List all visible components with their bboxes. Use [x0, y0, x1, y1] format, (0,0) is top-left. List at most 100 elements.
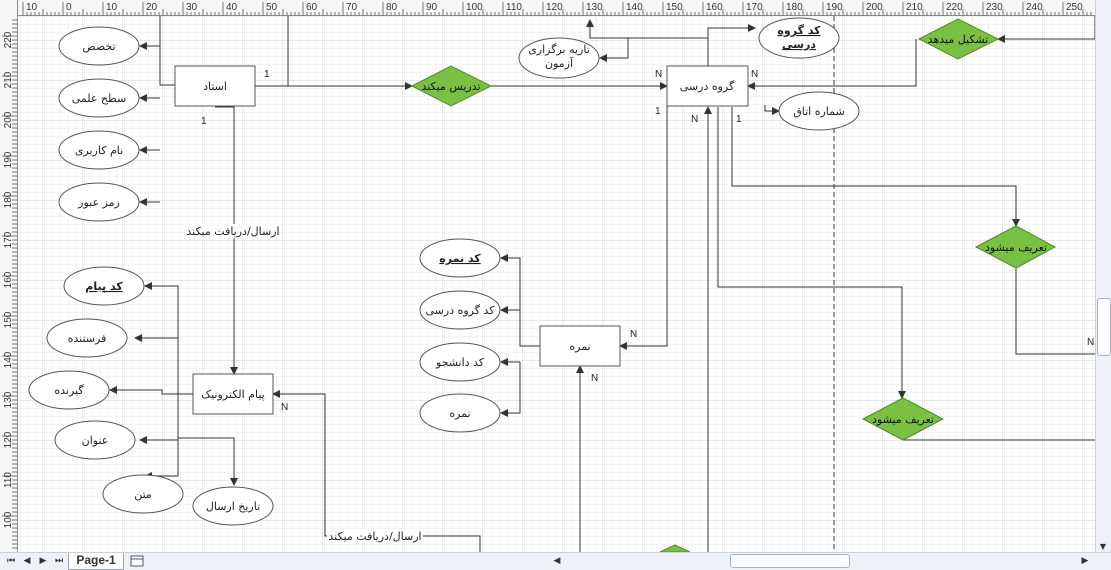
attribute-send-date[interactable]: تاریخ ارسال [192, 486, 274, 526]
cardinality-cg-bottom-1: 1 [736, 114, 742, 125]
ruler-label: 240 [1026, 2, 1043, 13]
horizontal-scroll-thumb[interactable] [730, 554, 850, 568]
tab-page-1[interactable]: Page-1 [68, 553, 124, 570]
vertical-scrollbar[interactable] [1095, 0, 1111, 552]
attribute-room-number-label: شماره اتاق [793, 105, 845, 118]
entity-course-group-label: گروه درسی [680, 80, 735, 93]
entity-email-label: پیام الکترونیک [201, 388, 264, 401]
ruler-label: 220 [946, 2, 963, 13]
attribute-grade-code[interactable]: کد نمره [419, 238, 501, 278]
ruler-label: 210 [906, 2, 923, 13]
scroll-left-arrow-icon[interactable]: ◀ [553, 556, 561, 566]
entity-email[interactable]: پیام الکترونیک [192, 373, 274, 415]
cardinality-right-n: N [1087, 337, 1094, 348]
ruler-label: 10 [106, 2, 118, 13]
attribute-course-group-code-label-2: درسی [782, 38, 816, 51]
cardinality-grade-bottom-n: N [591, 373, 598, 384]
cardinality-cg-grade-n: N [691, 114, 698, 125]
ruler-label: 10 [26, 2, 38, 13]
attribute-grade-code-label: کد نمره [439, 252, 481, 265]
attribute-subject-label: عنوان [82, 434, 109, 447]
relationship-forms[interactable]: تشکیل میدهد [917, 18, 1000, 60]
connectors [109, 16, 1095, 552]
ruler-label: 100 [466, 2, 483, 13]
ruler-label: 130 [586, 2, 603, 13]
attribute-message-code-label: کد پیام [85, 280, 123, 293]
relationship-defined-2[interactable]: تعریف میشود [861, 397, 945, 441]
attribute-exam-date-label-2: آزمون [545, 56, 574, 70]
vertical-scroll-thumb[interactable] [1097, 298, 1111, 356]
attribute-grade-value[interactable]: نمره [419, 393, 501, 433]
ruler-label: 170 [3, 231, 14, 248]
attribute-grade-course-group-code-label: کد گروه درسی [426, 304, 496, 317]
attribute-academic-level[interactable]: سطح علمی [58, 78, 140, 118]
ruler-label: 80 [386, 2, 398, 13]
attribute-specialty[interactable]: تخصص [58, 26, 140, 66]
next-page-icon[interactable]: ▶ [39, 556, 47, 566]
attribute-subject[interactable]: عنوان [54, 420, 136, 460]
attribute-text-label: متن [134, 488, 152, 501]
previous-page-icon[interactable]: ◀ [23, 556, 31, 566]
attribute-grade-course-group-code[interactable]: کد گروه درسی [419, 290, 501, 330]
attribute-room-number[interactable]: شماره اتاق [778, 91, 860, 131]
ruler-label: 100 [3, 511, 14, 528]
cardinality-prof-message: 1 [201, 116, 207, 127]
attribute-course-group-code[interactable]: کد گروه درسی [758, 17, 840, 59]
attribute-receiver[interactable]: گیرنده [28, 370, 110, 410]
attribute-message-code[interactable]: کد پیام [63, 266, 145, 306]
ruler-label: 140 [626, 2, 643, 13]
attribute-sender-label: فرستنده [68, 332, 107, 345]
relationship-partial[interactable] [659, 544, 691, 552]
relationship-forms-label: تشکیل میدهد [928, 33, 989, 46]
scroll-down-arrow-icon[interactable]: ▼ [1099, 542, 1107, 551]
cardinality-grade-n: N [630, 329, 637, 340]
scroll-right-arrow-icon[interactable]: ▶ [1081, 556, 1089, 566]
entity-course-group[interactable]: گروه درسی [666, 65, 749, 107]
attribute-username[interactable]: نام کاربری [58, 130, 140, 170]
attribute-exam-date[interactable]: تاریه برگزاری آزمون [518, 37, 600, 79]
page-navigation-bar: ⏮ ◀ ▶ ⏭ Page-1 ◀ ▶ [0, 552, 1111, 570]
ruler-label: 170 [746, 2, 763, 13]
ruler-label: 180 [786, 2, 803, 13]
relationship-teaches-label: تدریس میکند [421, 80, 480, 93]
ruler-label: 200 [3, 111, 14, 128]
attribute-text[interactable]: متن [102, 474, 184, 514]
attribute-exam-date-label-1: تاریه برگزاری [528, 43, 590, 56]
cardinality-cg-teaches: N [655, 69, 662, 80]
ruler-label: 210 [3, 71, 14, 88]
ruler-label: 120 [3, 431, 14, 448]
attribute-password-label: رمز عبور [77, 196, 120, 209]
relationship-teaches[interactable]: تدریس میکند [410, 65, 493, 107]
relationship-defined-1-label: تعریف میشود [985, 241, 1047, 254]
ruler-label: 20 [146, 2, 158, 13]
relationship-defined-2-label: تعریف میشود [872, 413, 934, 426]
drawing-canvas[interactable]: استاد گروه درسی نمره پیام الکترونیک تدری… [18, 16, 1095, 552]
attribute-grade-value-label: نمره [449, 407, 470, 420]
entity-grade[interactable]: نمره [539, 325, 621, 367]
ruler-label: 200 [866, 2, 883, 13]
attribute-student-code[interactable]: کد دانشجو [419, 342, 501, 382]
ruler-label: 140 [3, 351, 14, 368]
ruler-label: 130 [3, 391, 14, 408]
edge-label-send-receive-2: ارسال/دریافت میکند [328, 530, 421, 543]
ruler-label: 50 [266, 2, 278, 13]
insert-page-icon[interactable] [128, 554, 148, 568]
ruler-label: 90 [426, 2, 438, 13]
ruler-label: 110 [506, 2, 522, 13]
attribute-username-label: نام کاربری [75, 144, 123, 157]
relationship-defined-1[interactable]: تعریف میشود [974, 225, 1057, 269]
attribute-sender[interactable]: فرستنده [46, 318, 128, 358]
ruler-label: 120 [546, 2, 563, 13]
entity-professor[interactable]: استاد [174, 65, 256, 107]
entity-professor-label: استاد [203, 80, 227, 93]
attribute-academic-level-label: سطح علمی [72, 92, 127, 105]
first-page-icon[interactable]: ⏮ [6, 556, 16, 566]
last-page-icon[interactable]: ⏭ [54, 556, 64, 566]
attribute-specialty-label: تخصص [82, 40, 115, 53]
ruler-label: 250 [1066, 2, 1083, 13]
ruler-label: 160 [3, 271, 14, 288]
ruler-label: 0 [66, 2, 72, 13]
attribute-password[interactable]: رمز عبور [58, 182, 140, 222]
